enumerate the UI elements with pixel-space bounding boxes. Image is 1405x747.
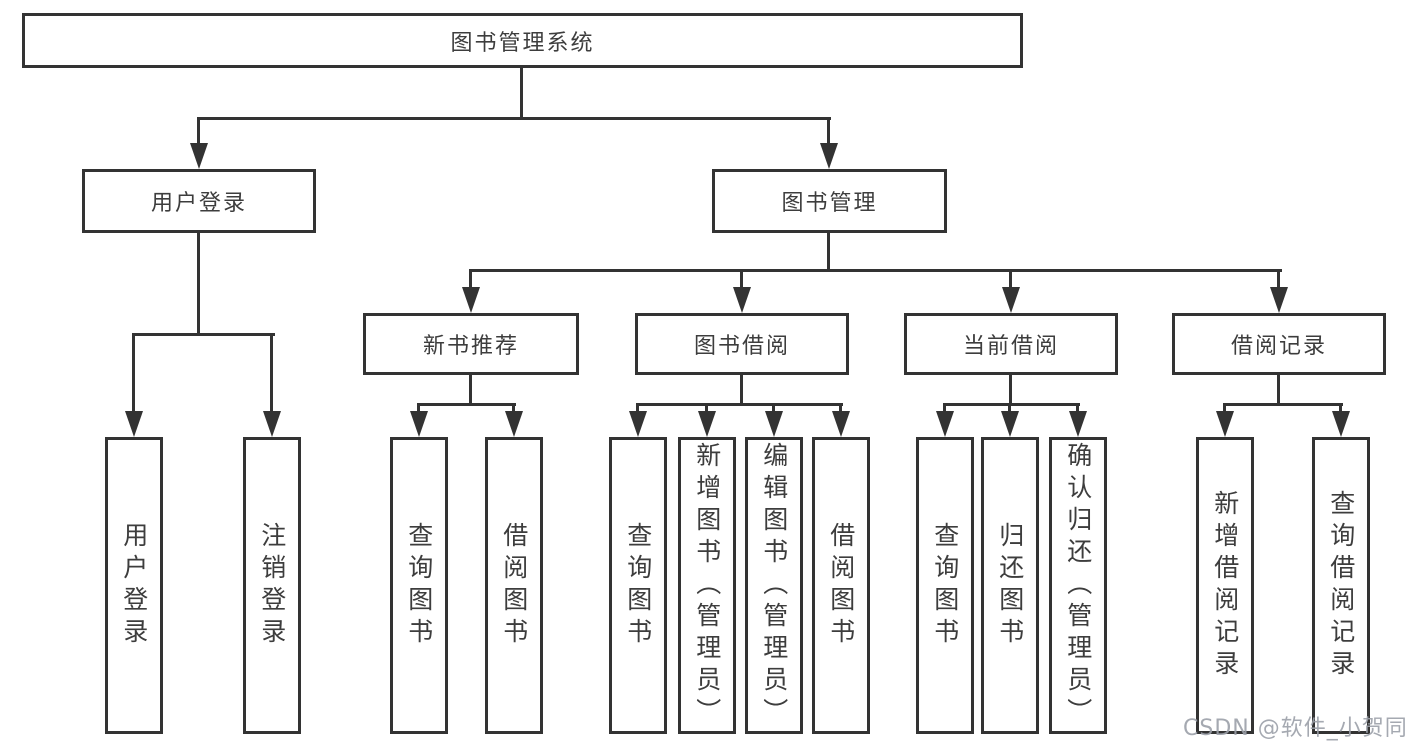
node-current-borrow-label: 当前借阅 bbox=[962, 334, 1059, 359]
leaf-query-borrow-record-label: 查询借阅记录 bbox=[1326, 489, 1356, 682]
leaf-add-book-admin-label: 新增图书（管理员） bbox=[692, 441, 722, 730]
connector-section-drop bbox=[469, 375, 472, 405]
arrow-down-icon bbox=[1216, 411, 1234, 437]
arrow-down-icon bbox=[505, 411, 523, 437]
leaf-return-book: 归还图书 bbox=[981, 437, 1039, 734]
leaf-borrow-book-recommend-label: 借阅图书 bbox=[499, 521, 529, 650]
connector-section-stub bbox=[469, 269, 472, 289]
connector-leaf-stub bbox=[839, 403, 842, 415]
node-new-book-recommend-label: 新书推荐 bbox=[422, 334, 519, 359]
connector-book-mgmt-stub bbox=[827, 117, 830, 147]
connector-level2-branch bbox=[197, 117, 831, 120]
connector-leaf-stub bbox=[512, 403, 515, 415]
connector-leaf-stub bbox=[1223, 403, 1226, 415]
connector-leaf-stub bbox=[705, 403, 708, 415]
connector-leaf-branch bbox=[943, 403, 1080, 406]
node-user-login-label: 用户登录 bbox=[150, 191, 247, 216]
leaf-edit-book-admin: 编辑图书（管理员） bbox=[745, 437, 803, 734]
connector-leaf-branch bbox=[1223, 403, 1343, 406]
arrow-down-icon bbox=[832, 411, 850, 437]
arrow-down-icon bbox=[1002, 287, 1020, 313]
connector-root-drop bbox=[520, 68, 523, 118]
leaf-query-book-borrow: 查询图书 bbox=[609, 437, 667, 734]
node-borrow-records: 借阅记录 bbox=[1172, 313, 1386, 375]
leaf-user-login-label: 用户登录 bbox=[119, 521, 149, 650]
connector-leaf-stub bbox=[636, 403, 639, 415]
arrow-down-icon bbox=[125, 411, 143, 437]
leaf-borrow-book: 借阅图书 bbox=[812, 437, 870, 734]
arrow-down-icon bbox=[410, 411, 428, 437]
arrow-down-icon bbox=[1001, 411, 1019, 437]
node-user-login: 用户登录 bbox=[82, 169, 316, 233]
leaf-add-borrow-record: 新增借阅记录 bbox=[1196, 437, 1254, 734]
arrow-down-icon bbox=[462, 287, 480, 313]
connector-user-login-stub bbox=[197, 117, 200, 147]
connector-book-mgmt-drop bbox=[827, 233, 830, 271]
connector-user-login-branch bbox=[132, 333, 275, 336]
connector-section-stub bbox=[740, 269, 743, 289]
leaf-confirm-return-admin-label: 确认归还（管理员） bbox=[1063, 441, 1093, 730]
node-book-borrow-label: 图书借阅 bbox=[693, 334, 790, 359]
arrow-down-icon bbox=[698, 411, 716, 437]
connector-section-stub bbox=[1277, 269, 1280, 289]
connector-leaf-stub bbox=[772, 403, 775, 415]
connector-leaf-stub bbox=[943, 403, 946, 415]
connector-leaf-branch bbox=[417, 403, 516, 406]
connector-user-login-drop bbox=[197, 233, 200, 335]
arrow-down-icon bbox=[765, 411, 783, 437]
arrow-down-icon bbox=[936, 411, 954, 437]
connector-leaf-stub bbox=[1008, 403, 1011, 415]
node-book-mgmt: 图书管理 bbox=[712, 169, 947, 233]
connector-section-drop bbox=[740, 375, 743, 405]
arrow-down-icon bbox=[263, 411, 281, 437]
arrow-down-icon bbox=[1069, 411, 1087, 437]
leaf-return-book-label: 归还图书 bbox=[995, 521, 1025, 650]
leaf-query-book-recommend: 查询图书 bbox=[390, 437, 448, 734]
connector-leaf-stub bbox=[1339, 403, 1342, 415]
arrow-down-icon bbox=[1270, 287, 1288, 313]
node-root: 图书管理系统 bbox=[22, 13, 1023, 68]
arrow-down-icon bbox=[629, 411, 647, 437]
connector-leaf-stub bbox=[1076, 403, 1079, 415]
connector-section-stub bbox=[1009, 269, 1012, 289]
leaf-logout-label: 注销登录 bbox=[257, 521, 287, 650]
leaf-add-borrow-record-label: 新增借阅记录 bbox=[1210, 489, 1240, 682]
arrow-down-icon bbox=[733, 287, 751, 313]
node-root-label: 图书管理系统 bbox=[450, 30, 595, 56]
connector-section-drop bbox=[1277, 375, 1280, 405]
node-current-borrow: 当前借阅 bbox=[904, 313, 1118, 375]
arrow-down-icon bbox=[820, 143, 838, 169]
connector-leaf-stub bbox=[417, 403, 420, 415]
node-book-borrow: 图书借阅 bbox=[635, 313, 849, 375]
leaf-borrow-book-label: 借阅图书 bbox=[826, 521, 856, 650]
leaf-query-book-borrow-label: 查询图书 bbox=[623, 521, 653, 650]
leaf-logout: 注销登录 bbox=[243, 437, 301, 734]
leaf-query-book-current: 查询图书 bbox=[916, 437, 974, 734]
arrow-down-icon bbox=[190, 143, 208, 169]
leaf-confirm-return-admin: 确认归还（管理员） bbox=[1049, 437, 1107, 734]
node-new-book-recommend: 新书推荐 bbox=[363, 313, 579, 375]
node-book-mgmt-label: 图书管理 bbox=[781, 191, 878, 216]
leaf-query-book-current-label: 查询图书 bbox=[930, 521, 960, 650]
node-borrow-records-label: 借阅记录 bbox=[1230, 334, 1327, 359]
leaf-query-book-recommend-label: 查询图书 bbox=[404, 521, 434, 650]
connector-level3-branch bbox=[469, 269, 1282, 272]
arrow-down-icon bbox=[1332, 411, 1350, 437]
connector-leaf-branch bbox=[636, 403, 843, 406]
csdn-watermark: CSDN @软件_小贺同学 bbox=[1183, 716, 1405, 741]
connector-section-drop bbox=[1009, 375, 1012, 405]
connector-leaf-stub bbox=[132, 333, 135, 413]
leaf-borrow-book-recommend: 借阅图书 bbox=[485, 437, 543, 734]
leaf-user-login: 用户登录 bbox=[105, 437, 163, 734]
leaf-query-borrow-record: 查询借阅记录 bbox=[1312, 437, 1370, 734]
connector-leaf-stub bbox=[270, 333, 273, 413]
leaf-add-book-admin: 新增图书（管理员） bbox=[678, 437, 736, 734]
leaf-edit-book-admin-label: 编辑图书（管理员） bbox=[759, 441, 789, 730]
